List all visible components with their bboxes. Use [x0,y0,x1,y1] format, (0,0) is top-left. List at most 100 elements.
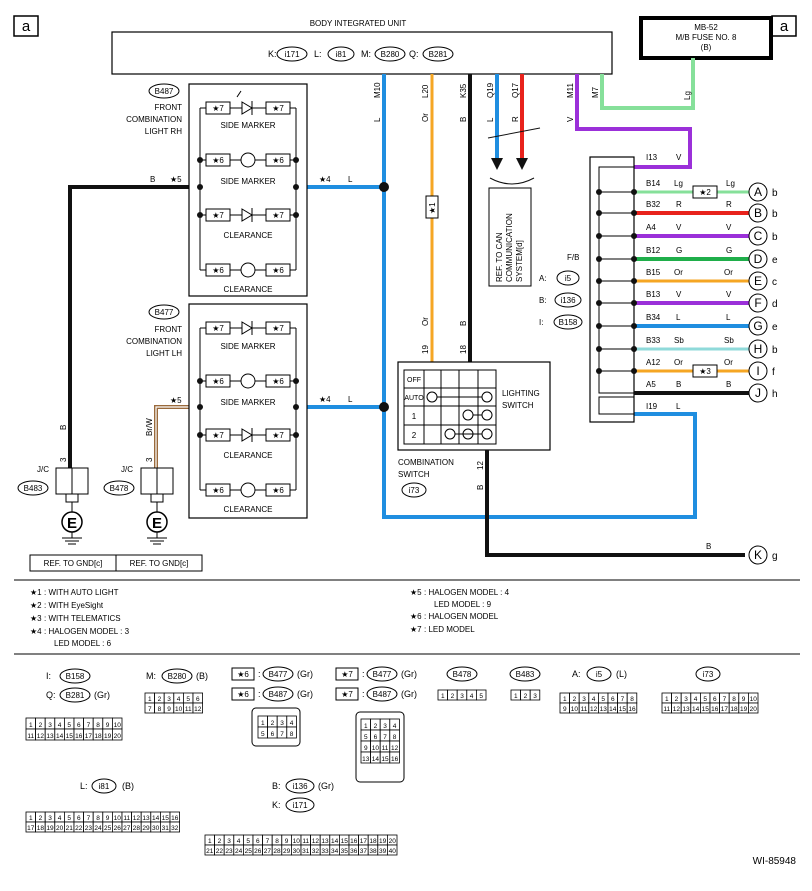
connector-pin-number: 7 [266,838,270,845]
svg-text:L:: L: [314,49,322,59]
junction-connectors: 3 3 J/C J/C B483 B478 E E [17,457,174,545]
connector-pin-number: 12 [391,745,399,752]
svg-text:B281: B281 [66,691,85,700]
svg-text:i136: i136 [292,782,308,791]
connector-pin-number: 29 [283,848,291,855]
svg-text:3: 3 [145,457,154,462]
fb-i-conn: B158 [559,318,578,327]
svg-text:V: V [726,223,732,232]
connector-pin-number: 1 [29,722,33,729]
ref-gnd-right-box [115,554,203,572]
connector-pin [192,702,204,714]
svg-text:M7: M7 [591,86,600,98]
wire-switch-k-black [485,450,745,557]
can-ref-line1: REF. TO CAN [495,232,504,282]
svg-text:B477: B477 [269,670,288,679]
svg-text::: : [362,689,365,699]
connector-pin-number: 5 [261,731,265,738]
connector-pin-number: 18 [94,733,102,740]
svg-text:c: c [772,277,777,288]
svg-text:FRONT: FRONT [154,325,182,334]
star1-box [425,195,439,219]
can-slash [487,127,541,139]
connector-pin-number: 3 [582,696,586,703]
connector-pin [626,702,638,714]
connector-pin-number: 3 [227,838,231,845]
svg-text:B477: B477 [155,308,174,317]
connector-pin-number: 28 [273,848,281,855]
k-terminal-letter: K [754,548,762,562]
svg-text:Q17: Q17 [511,82,520,98]
fb-bus-dots [596,189,637,374]
connector-pin-number: 21 [206,848,214,855]
connector-pin-number: 12 [133,815,141,822]
connector-pin-number: 4 [237,838,241,845]
connector-pin-number: 1 [514,693,518,700]
junction-dot [379,402,389,412]
svg-text:LIGHT LH: LIGHT LH [146,349,182,358]
connector-pin-number: 27 [123,825,131,832]
connector-pin-number: 40 [389,848,397,855]
svg-text:★3: ★3 [30,614,42,623]
connector-pin-number: 1 [364,723,368,730]
svg-text:A:: A: [572,669,581,679]
connector-pin-number: 5 [67,815,71,822]
svg-text:★6: ★6 [212,156,224,165]
connector-pin-number: 13 [682,706,690,713]
svg-text:COMBINATION: COMBINATION [126,337,182,346]
connector-pin-number: 17 [85,733,93,740]
svg-text:★6: ★6 [410,612,422,621]
connector-pin-number: 6 [256,838,260,845]
connector-pin-number: 2 [374,723,378,730]
svg-text:B483: B483 [24,484,43,493]
connector-pin-number: 2 [271,720,275,727]
connector-pin-number: 17 [360,838,368,845]
svg-text:1: 1 [412,412,417,421]
connector-pin-number: 20 [56,825,64,832]
connector-pin [286,726,297,739]
can-ref-line3: SYSTEM[d] [515,240,524,282]
connector-pin-number: 6 [77,815,81,822]
svg-text:★6: ★6 [212,266,224,275]
connector-pin-number: 8 [732,696,736,703]
connector-pin-number: 38 [369,848,377,855]
connector-pin-number: 11 [185,706,192,713]
svg-text:L: L [726,313,731,322]
svg-text:Or: Or [674,268,683,277]
svg-text:: WITH TELEMATICS: : WITH TELEMATICS [44,614,121,623]
connector-pin-number: 2 [158,696,162,703]
fb-title: F/B [567,253,579,262]
connector-pin-number: 11 [27,733,34,740]
connector-pin-number: 31 [302,848,310,855]
ground-rh-color-v: B [59,425,68,430]
connector-pin-number: 15 [162,815,170,822]
svg-text:b: b [772,232,778,243]
svg-text:B13: B13 [646,290,661,299]
connector-pin-number: 17 [721,706,729,713]
svg-text:B33: B33 [646,336,661,345]
svg-text:B483: B483 [516,670,535,679]
svg-text:AUTO: AUTO [404,395,424,402]
connector-pin-number: 32 [171,825,179,832]
svg-text:★7: ★7 [410,625,422,634]
connector-pin-number: 3 [460,693,464,700]
svg-text:R: R [726,200,732,209]
connector-pin-number: 11 [581,706,588,713]
svg-text:B477: B477 [373,670,392,679]
fb-box [589,156,635,423]
connector-pin-number: 23 [225,848,233,855]
connector-pin-number: 14 [331,838,339,845]
connector-pin-number: 7 [621,696,625,703]
svg-text:★7: ★7 [212,324,224,333]
connector-pin-number: 22 [216,848,224,855]
connector-pin-number: 28 [133,825,141,832]
connector-pin-number: 39 [379,848,387,855]
svg-text:: WITH EyeSight: : WITH EyeSight [44,601,104,610]
connector-pin-number: 16 [391,756,399,763]
connector-pin-number: 30 [152,825,160,832]
connector-pin-number: 8 [393,734,397,741]
connector-pin-number: 11 [382,745,389,752]
svg-text:LED MODEL : 9: LED MODEL : 9 [434,600,492,609]
connector-pin-number: 2 [451,693,455,700]
